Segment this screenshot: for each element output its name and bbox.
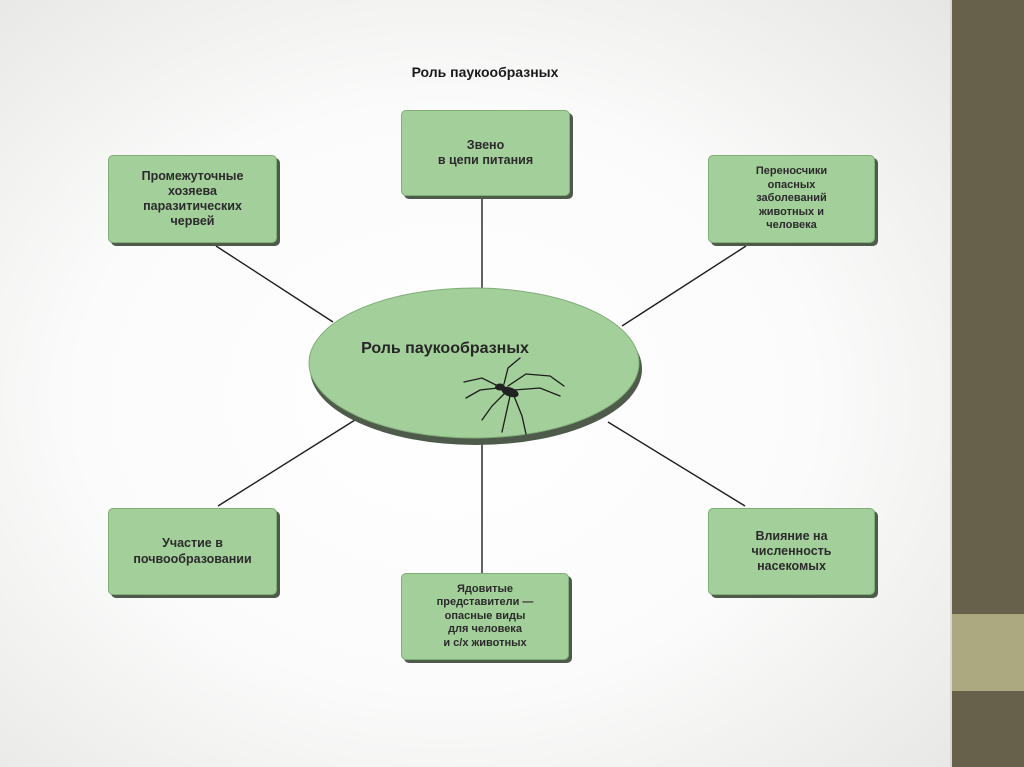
node-insect-population-label: Влияние на численность насекомых xyxy=(751,528,832,574)
node-intermediate-hosts-label: Промежуточные хозяева паразитических чер… xyxy=(141,168,244,229)
connector-bottom-right xyxy=(607,421,746,507)
center-ellipse xyxy=(308,287,640,439)
connector-top-left xyxy=(215,245,334,323)
spider-icon xyxy=(463,357,565,435)
center-label: Роль паукообразных xyxy=(361,340,529,357)
diagram-connectors xyxy=(215,196,747,573)
page-title: Роль паукообразных xyxy=(411,64,559,80)
node-disease-carriers-label: Переносчики опасных заболеваний животных… xyxy=(755,165,828,232)
node-soil-formation-label: Участие в почвообразовании xyxy=(133,536,252,566)
node-disease-carriers: Переносчики опасных заболеваний животных… xyxy=(708,155,875,243)
connector-bottom-left xyxy=(217,419,356,507)
node-insect-population: Влияние на численность насекомых xyxy=(708,508,875,595)
node-venomous-label: Ядовитые представители — опасные виды дл… xyxy=(436,582,534,649)
node-intermediate-hosts: Промежуточные хозяева паразитических чер… xyxy=(108,155,277,243)
node-food-chain-label: Звено в цепи питания xyxy=(437,137,534,167)
side-decor-block xyxy=(952,614,1024,691)
node-food-chain: Звено в цепи питания xyxy=(401,110,570,196)
node-soil-formation: Участие в почвообразовании xyxy=(108,508,277,595)
node-venomous: Ядовитые представители — опасные виды дл… xyxy=(401,573,569,660)
connector-top-right xyxy=(621,245,747,327)
